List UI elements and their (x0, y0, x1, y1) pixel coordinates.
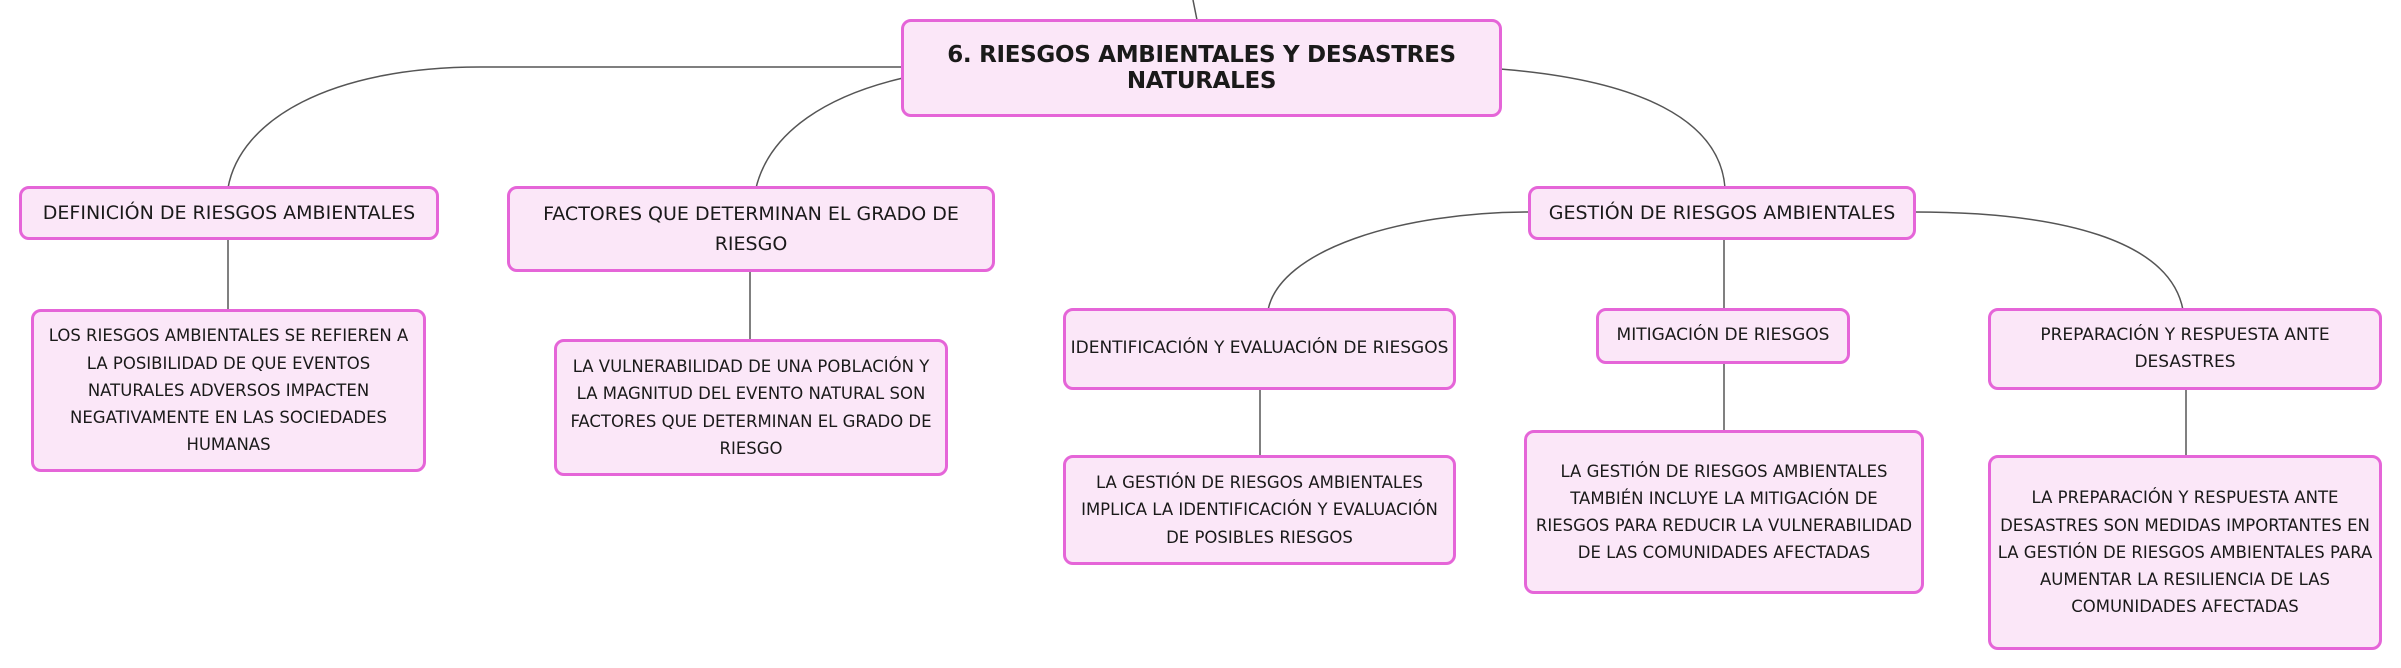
topic-factors[interactable]: FACTORES QUE DETERMINAN EL GRADO DE RIES… (507, 186, 995, 272)
root-topic-label: 6. RIESGOS AMBIENTALES Y DESASTRES NATUR… (947, 42, 1456, 94)
topic-management[interactable]: GESTIÓN DE RIESGOS AMBIENTALES (1528, 186, 1916, 240)
detail-mitigation-text: LA GESTIÓN DE RIESGOS AMBIENTALES TAMBIÉ… (1535, 461, 1913, 563)
detail-preparation[interactable]: LA PREPARACIÓN Y RESPUESTA ANTE DESASTRE… (1988, 455, 2382, 650)
topic-definition-label: DEFINICIÓN DE RIESGOS AMBIENTALES (42, 201, 416, 224)
detail-mitigation[interactable]: LA GESTIÓN DE RIESGOS AMBIENTALES TAMBIÉ… (1524, 430, 1924, 594)
subtopic-mitigation-label: MITIGACIÓN DE RIESGOS (1616, 325, 1830, 346)
detail-factors-text: LA VULNERABILIDAD DE UNA POBLACIÓN Y LA … (570, 357, 932, 458)
detail-definition[interactable]: LOS RIESGOS AMBIENTALES SE REFIEREN A LA… (31, 309, 426, 472)
detail-factors[interactable]: LA VULNERABILIDAD DE UNA POBLACIÓN Y LA … (554, 339, 948, 476)
detail-identification[interactable]: LA GESTIÓN DE RIESGOS AMBIENTALES IMPLIC… (1063, 455, 1456, 565)
detail-preparation-text: LA PREPARACIÓN Y RESPUESTA ANTE DESASTRE… (1997, 488, 2373, 617)
subtopic-identification[interactable]: IDENTIFICACIÓN Y EVALUACIÓN DE RIESGOS (1063, 308, 1456, 390)
root-topic[interactable]: 6. RIESGOS AMBIENTALES Y DESASTRES NATUR… (901, 19, 1502, 117)
detail-identification-text: LA GESTIÓN DE RIESGOS AMBIENTALES IMPLIC… (1081, 473, 1438, 547)
detail-definition-text: LOS RIESGOS AMBIENTALES SE REFIEREN A LA… (48, 326, 409, 455)
parent-connector (1192, 0, 1198, 21)
subtopic-identification-label: IDENTIFICACIÓN Y EVALUACIÓN DE RIESGOS (1070, 338, 1449, 359)
topic-management-label: GESTIÓN DE RIESGOS AMBIENTALES (1548, 201, 1896, 224)
topic-definition[interactable]: DEFINICIÓN DE RIESGOS AMBIENTALES (19, 186, 439, 240)
connector-management-preparation (1913, 211, 2184, 311)
subtopic-mitigation[interactable]: MITIGACIÓN DE RIESGOS (1596, 308, 1850, 364)
connector-root-definition (227, 66, 903, 189)
subtopic-preparation[interactable]: PREPARACIÓN Y RESPUESTA ANTE DESASTRES (1988, 308, 2382, 390)
subtopic-preparation-label: PREPARACIÓN Y RESPUESTA ANTE DESASTRES (2040, 324, 2330, 372)
connector-management-identification (1267, 211, 1531, 311)
topic-factors-label: FACTORES QUE DETERMINAN EL GRADO DE RIES… (543, 202, 959, 255)
connector-root-factors (755, 77, 904, 189)
connector-root-management (1499, 68, 1726, 189)
